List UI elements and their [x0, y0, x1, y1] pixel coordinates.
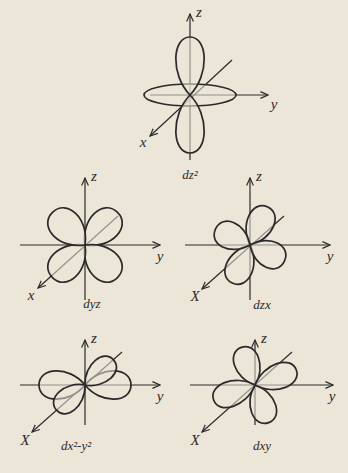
axis-label: x [140, 135, 147, 150]
axes [20, 14, 333, 432]
orbital-label: dxy [253, 439, 271, 452]
axis-label: z [91, 331, 97, 346]
orbital-label: dx²-y² [61, 439, 91, 452]
axis-label: X [190, 289, 199, 304]
orbital-label: dz² [182, 168, 197, 181]
axis-label: y [329, 389, 336, 404]
axis-label: z [256, 169, 262, 184]
axis-label: z [91, 169, 97, 184]
axis-label: X [20, 433, 29, 448]
axis-label: y [271, 97, 278, 112]
orbital-label: dyz [83, 297, 100, 310]
orbital-label: dzx [253, 298, 270, 311]
axis-label: x [28, 288, 35, 303]
axis-label: y [157, 389, 164, 404]
orbital-lobes [39, 37, 301, 427]
axis-label: z [261, 331, 267, 346]
axis-label: y [327, 249, 334, 264]
axis-label: z [196, 5, 202, 20]
axis-label: X [190, 433, 199, 448]
axis-label: y [157, 249, 164, 264]
